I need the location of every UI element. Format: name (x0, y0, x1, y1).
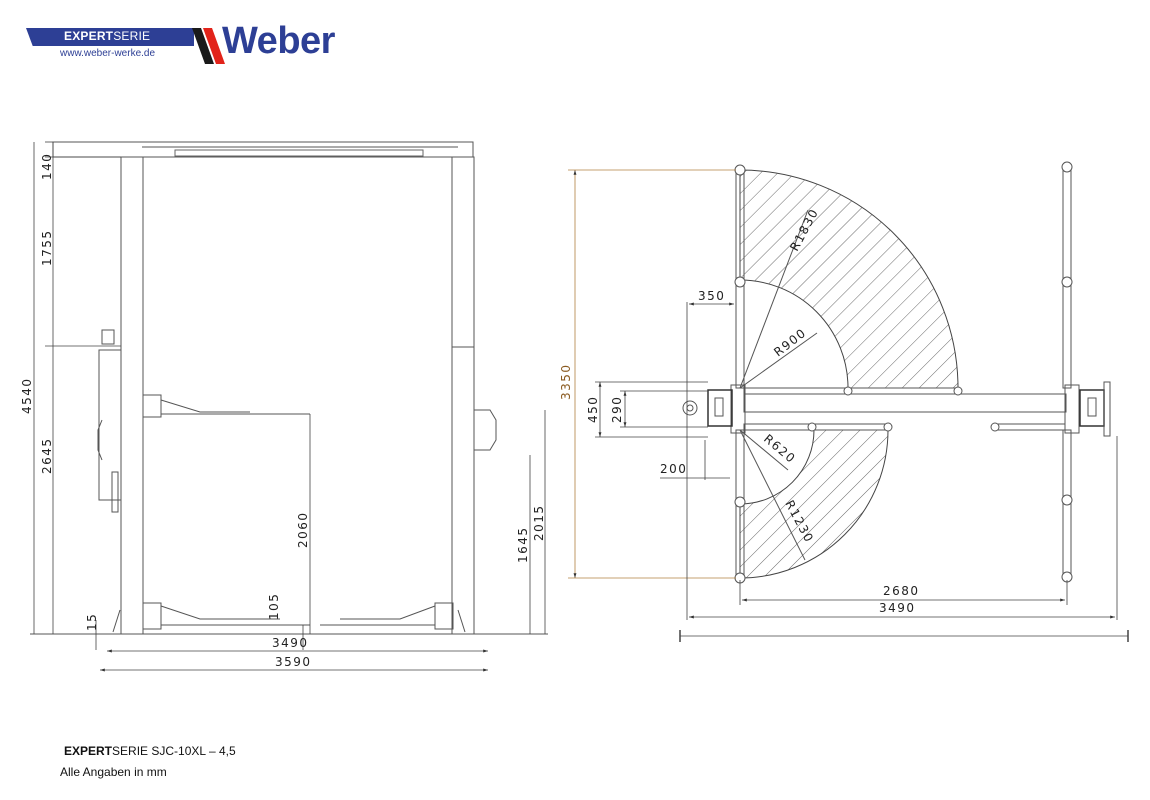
units-note: Alle Angaben in mm (60, 765, 167, 779)
brand-header: EXPERTSERIE www.weber-werke.de Weber (26, 20, 376, 66)
series-banner (26, 28, 194, 46)
series-label-rest: SERIE (113, 29, 151, 43)
front-view (30, 141, 548, 635)
dim-2680: 2680 (883, 584, 920, 598)
dim-15: 15 (85, 613, 99, 631)
front-view-labels: 140 1755 4540 2645 2060 105 15 2015 1645… (20, 153, 546, 669)
front-view-dimensions (33, 141, 546, 672)
series-label: EXPERTSERIE (64, 29, 150, 43)
dim-2060: 2060 (296, 511, 310, 548)
dim-2015: 2015 (532, 504, 546, 541)
dim-105: 105 (267, 593, 281, 620)
dim-3490-front: 3490 (272, 636, 309, 650)
dim-3350: 3350 (559, 363, 573, 400)
dim-140: 140 (40, 153, 54, 180)
dim-1645: 1645 (516, 526, 530, 563)
dim-450: 450 (586, 396, 600, 423)
dim-3490-top: 3490 (879, 601, 916, 615)
dim-4540: 4540 (20, 377, 34, 414)
brand-logo: Weber (222, 20, 335, 62)
dim-3590: 3590 (275, 655, 312, 669)
model-title-rest: SERIE SJC-10XL – 4,5 (112, 744, 236, 758)
dim-290: 290 (610, 396, 624, 423)
dim-2645: 2645 (40, 437, 54, 474)
top-view-dimensions (568, 169, 1129, 642)
model-title: EXPERTSERIE SJC-10XL – 4,5 (64, 744, 236, 758)
dim-350: 350 (698, 289, 725, 303)
model-title-bold: EXPERT (64, 744, 113, 758)
series-label-bold: EXPERT (64, 29, 114, 43)
dim-200: 200 (660, 462, 687, 476)
logo-stripes-icon (192, 28, 225, 64)
dim-r620: R620 (761, 432, 799, 467)
top-view (682, 161, 1111, 584)
website-url: www.weber-werke.de (60, 48, 156, 59)
dim-1755: 1755 (40, 229, 54, 266)
